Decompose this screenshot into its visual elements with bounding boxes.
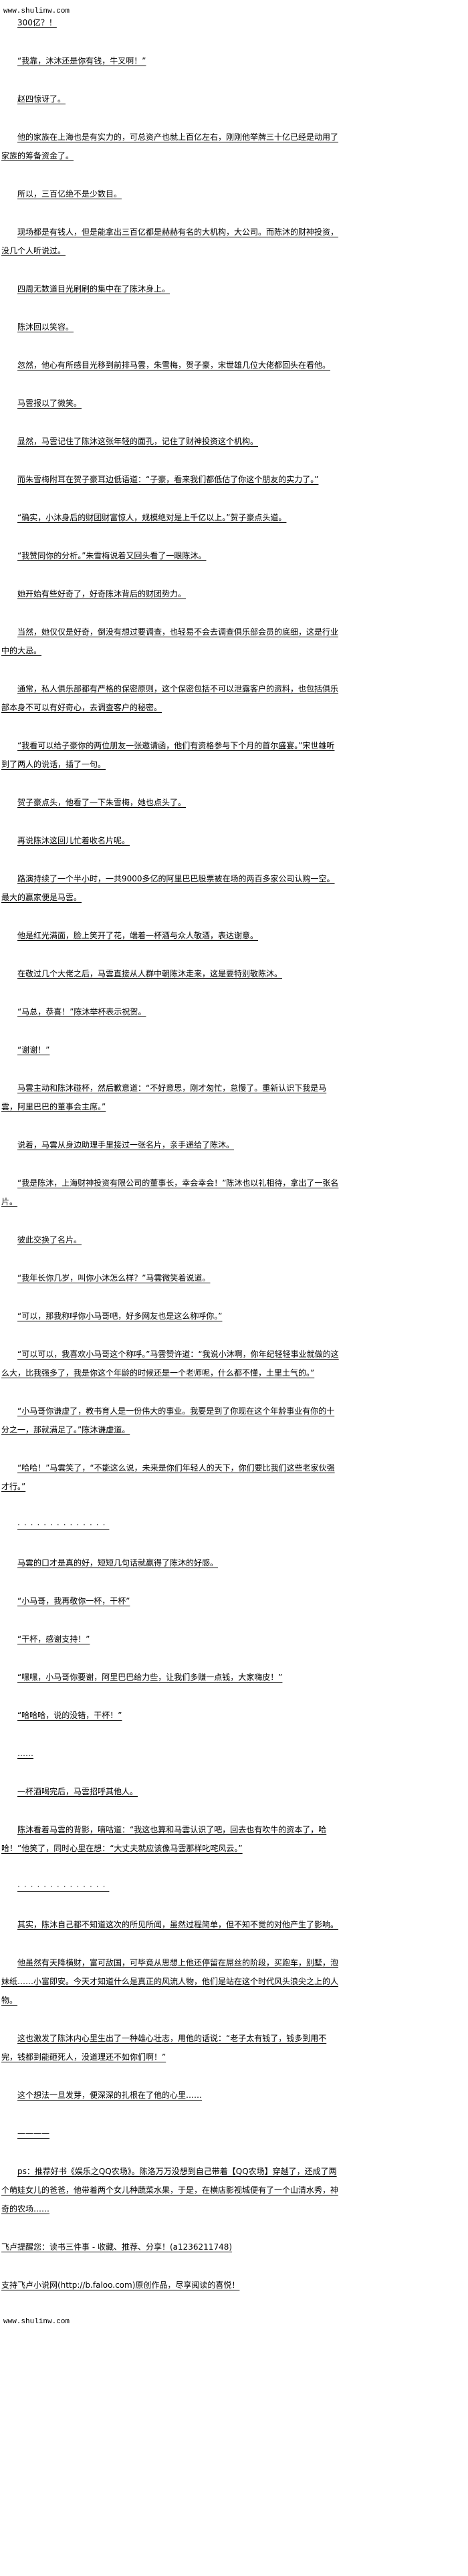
- chapter-paragraph: “我靠，沐沐还是你有钱，牛叉啊！”: [17, 56, 146, 66]
- chapter-paragraph: 通常，私人俱乐部都有严格的保密原则，这个保密包括不可以泄露客户的资料，也包括俱乐…: [1, 684, 339, 712]
- chapter-paragraph: “小马哥你谦虚了，教书育人是一份伟大的事业。我要是到了你现在这个年龄事业有你的十…: [1, 1406, 335, 1434]
- chapter-paragraph: 再说陈沐这回儿忙着收名片呢。: [17, 836, 130, 845]
- chapter-paragraph: “干杯，感谢支持！”: [17, 1634, 90, 1644]
- chapter-paragraph: 路演持续了一个半小时，一共9000多亿的阿里巴巴股票被在场的两百多家公司认购一空…: [1, 874, 335, 902]
- chapter-paragraph: 这也激发了陈沐内心里生出了一种雄心壮志，用他的话说：“老子太有钱了，钱多到用不完…: [1, 2034, 327, 2062]
- chapter-paragraph: “嘿嘿，小马哥你要谢，阿里巴巴给力些，让我们多赚一点钱，大家嗨皮！”: [17, 1673, 283, 1682]
- separator-line: ··············: [17, 1520, 110, 1529]
- chapter-paragraph: 说着，马雲从身边助理手里接过一张名片，亲手递给了陈沐。: [17, 1140, 235, 1150]
- chapter-paragraph: “小马哥，我再敬你一杯，干杯”: [17, 1596, 130, 1606]
- chapter-paragraph: 当然，她仅仅是好奇，倒没有想过要调查，也轻易不会去调查俱乐部会员的底细，这是行业…: [1, 627, 339, 655]
- chapter-paragraph: 马雲报以了微笑。: [17, 399, 82, 408]
- promo-line: 飞卢提醒您：读书三件事 - 收藏、推荐、分享！(a1236211748): [1, 2242, 233, 2252]
- chapter-paragraph: “我看可以给子豪你的两位朋友一张邀请函，他们有资格参与下个月的首尔盛宴。”宋世雄…: [1, 741, 335, 769]
- chapter-paragraph: 忽然，他心有所感目光移到前排马雲，朱雪梅，贺子豪，宋世雄几位大佬都回头在看他。: [17, 360, 331, 370]
- chapter-paragraph: 陈沐回以笑容。: [17, 322, 74, 332]
- site-footer-url: www.shulinw.com: [3, 2318, 70, 2326]
- separator-line: ··············: [17, 1882, 110, 1891]
- chapter-paragraph: “我年长你几岁，叫你小沐怎么样？”马雲微笑着说道。: [17, 1273, 211, 1283]
- chapter-paragraph: 他虽然有天降横财，富可敌国，可毕竟从思想上他还停留在屌丝的阶段，买跑车，别墅，泡…: [1, 1958, 339, 2005]
- promo-line: 支持飞卢小说网(http://b.faloo.com)原创作品，尽享阅读的喜悦！: [1, 2280, 240, 2290]
- chapter-paragraph: 显然，马雲记住了陈沐这张年轻的面孔，记住了财神投资这个机构。: [17, 437, 259, 446]
- chapter-paragraph: 而朱雪梅附耳在贺子豪耳边低语道：“子豪，看来我们都低估了你这个朋友的实力了。”: [17, 475, 319, 484]
- chapter-paragraph: 所以，三百亿绝不是少数目。: [17, 189, 122, 199]
- chapter-paragraph: 马雲主动和陈沐碰杯，然后歉意道：“不好意思，刚才匆忙，怠慢了。重新认识下我是马雲…: [1, 1083, 327, 1111]
- site-header-url: www.shulinw.com: [3, 7, 70, 15]
- chapter-paragraph: ……: [17, 1749, 33, 1758]
- chapter-paragraph: “我是陈沐，上海财神投资有限公司的董事长，幸会幸会！”陈沐也以礼相待，拿出了一张…: [1, 1178, 339, 1206]
- chapter-paragraph: 在敬过几个大佬之后，马雲直接从人群中朝陈沐走来，这是要特别敬陈沐。: [17, 969, 283, 978]
- chapter-paragraph: “我赞同你的分析。”朱雪梅说着又回头看了一眼陈沐。: [17, 551, 207, 560]
- chapter-paragraph: 彼此交换了名片。: [17, 1235, 82, 1245]
- chapter-paragraph: “可以可以，我喜欢小马哥这个称呼。”马雲赞许道：“我说小沐啊，你年纪轻轻事业就做…: [1, 1350, 339, 1378]
- chapter-paragraph: 马雲的口才是真的好，短短几句话就赢得了陈沐的好感。: [17, 1558, 219, 1568]
- chapter-paragraph: “哈哈哈，说的没错，干杯！”: [17, 1711, 122, 1720]
- chapter-paragraph: “谢谢！”: [17, 1045, 50, 1055]
- chapter-paragraph: “马总，恭喜！”陈沐举杯表示祝贺。: [17, 1007, 146, 1016]
- chapter-paragraph: 四周无数道目光刷刷的集中在了陈沐身上。: [17, 284, 170, 294]
- chapter-paragraph: 陈沐看着马雲的背影，嘀咕道：“我这也算和马雲认识了吧，回去也有吹牛的资本了，哈哈…: [1, 1825, 327, 1853]
- chapter-paragraph: 这个想法一旦发芽，便深深的扎根在了他的心里……: [17, 2090, 203, 2100]
- chapter-paragraph: 现场都是有钱人，但是能拿出三百亿都是赫赫有名的大机构，大公司。而陈沐的财神投资，…: [1, 227, 339, 255]
- chapter-paragraph: 赵四惊讶了。: [17, 94, 66, 104]
- chapter-paragraph: “确实，小沐身后的财团财富惊人，规模绝对是上千亿以上。”贺子豪点头道。: [17, 513, 287, 522]
- chapter-paragraph: 他的家族在上海也是有实力的，可总资产也就上百亿左右，刚刚他举牌三十亿已经是动用了…: [1, 132, 339, 160]
- chapter-paragraph: “哈哈！”马雲笑了，“不能这么说，未来是你们年轻人的天下，你们要比我们这些老家伙…: [1, 1463, 335, 1491]
- chapter-paragraph: “可以，那我称呼你小马哥吧，好多网友也是这么称呼你。”: [17, 1311, 223, 1321]
- chapter-paragraph: 他是红光满面，脸上笑开了花，端着一杯酒与众人敬酒，表达谢意。: [17, 931, 259, 940]
- chapter-paragraph: 她开始有些好奇了，好奇陈沐背后的财团势力。: [17, 589, 187, 599]
- chapter-paragraph: ————: [17, 2129, 49, 2138]
- chapter-paragraph: 300亿？！: [17, 18, 57, 27]
- chapter-content: 300亿？！ “我靠，沐沐还是你有钱，牛叉啊！” 赵四惊讶了。他的家族在上海也是有实…: [0, 13, 340, 2294]
- chapter-paragraph: ps：推荐好书《娱乐之QQ农场》。陈洛万万没想到自己带着【QQ农场】穿越了，还成…: [1, 2167, 339, 2214]
- chapter-paragraph: 贺子豪点头，他看了一下朱雪梅，她也点头了。: [17, 798, 187, 807]
- chapter-paragraph: 一杯酒喝完后，马雲招呼其他人。: [17, 1787, 138, 1796]
- chapter-paragraph: 其实，陈沐自己都不知道这次的所见所闻，虽然过程简单，但不知不觉的对他产生了影响。: [17, 1920, 339, 1929]
